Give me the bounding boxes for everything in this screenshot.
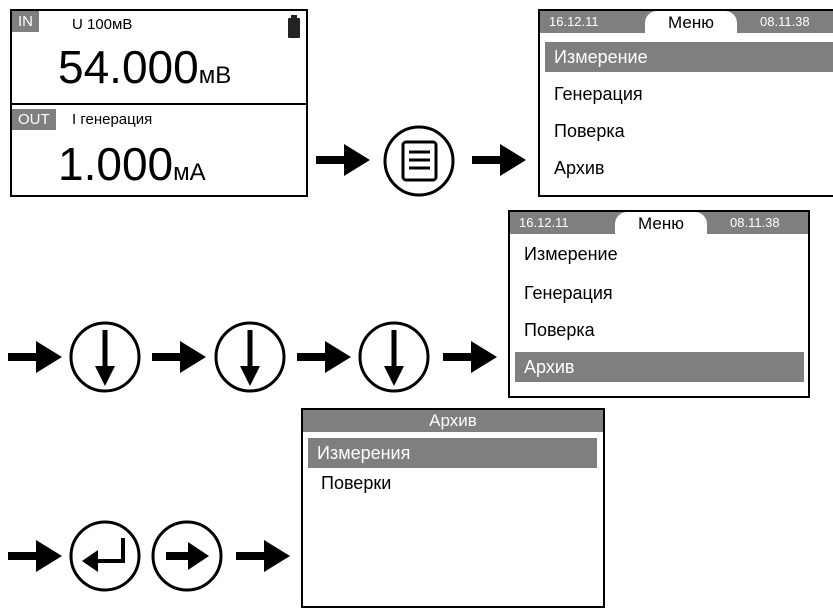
down-button-icon[interactable]: [69, 321, 141, 393]
arrow-right-icon: [236, 540, 290, 572]
out-channel-label: I генерация: [72, 111, 153, 128]
in-tag: IN: [12, 11, 39, 32]
arrow-right-icon: [8, 540, 62, 572]
out-value: 1.000: [58, 138, 174, 190]
menu-item-archive[interactable]: Архив: [554, 158, 605, 178]
main-menu-screen-archive-selected: 16.12.11 Меню 08.11.38 Измерение Генерац…: [508, 210, 810, 398]
in-reading: 54.000мВ: [58, 42, 231, 101]
menu-item-verification[interactable]: Поверка: [524, 320, 595, 340]
arrow-right-icon: [472, 144, 526, 176]
arrow-right-icon: [297, 341, 351, 373]
arrow-right-icon: [316, 144, 370, 176]
enter-button-icon[interactable]: [69, 520, 141, 592]
out-reading: 1.000мА: [58, 139, 206, 198]
menu-item-verification[interactable]: Поверка: [554, 121, 625, 141]
down-button-icon[interactable]: [214, 321, 286, 393]
menu-time: 08.11.38: [760, 14, 810, 29]
battery-icon: [288, 15, 300, 38]
down-button-icon[interactable]: [358, 321, 430, 393]
menu-item-generation[interactable]: Генерация: [524, 283, 613, 303]
menu-button-icon[interactable]: [383, 125, 455, 197]
menu-time: 08.11.38: [730, 215, 780, 230]
out-unit: мА: [173, 159, 206, 186]
menu-item-generation[interactable]: Генерация: [554, 84, 643, 104]
archive-item-measurements[interactable]: Измерения: [308, 438, 597, 468]
menu-title: Меню: [645, 11, 737, 33]
arrow-right-icon: [152, 341, 206, 373]
menu-item-measurement[interactable]: Измерение: [545, 42, 833, 72]
menu-date: 16.12.11: [549, 14, 599, 29]
in-value: 54.000: [58, 41, 199, 93]
menu-title: Меню: [615, 212, 707, 234]
out-tag: OUT: [12, 109, 56, 130]
menu-item-measurement[interactable]: Измерение: [524, 244, 618, 264]
measurement-display: IN U 100мВ 54.000мВ OUT I генерация 1.00…: [10, 9, 308, 197]
in-channel-label: U 100мВ: [72, 16, 133, 33]
archive-item-verifications[interactable]: Поверки: [321, 473, 392, 493]
menu-date: 16.12.11: [519, 215, 569, 230]
archive-title: Архив: [303, 410, 603, 432]
menu-item-archive[interactable]: Архив: [515, 352, 804, 382]
arrow-right-icon: [8, 341, 62, 373]
navigation-diagram: [8, 125, 526, 592]
archive-screen: Архив Измерения Поверки: [301, 408, 605, 608]
arrow-right-icon: [443, 341, 497, 373]
display-divider: [12, 103, 306, 105]
main-menu-screen: 16.12.11 Меню 08.11.38 Измерение Генерац…: [538, 9, 833, 197]
right-button-icon[interactable]: [151, 520, 223, 592]
in-unit: мВ: [198, 62, 232, 89]
